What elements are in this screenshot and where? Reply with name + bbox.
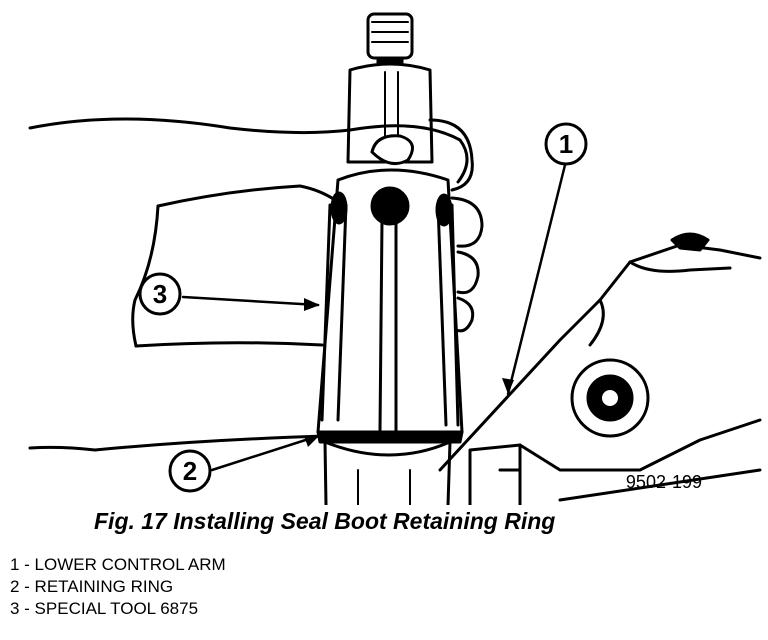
callout-2: 2 — [168, 449, 212, 493]
callout-1-label: 1 — [559, 129, 573, 159]
figure-number-code: 9502-199 — [626, 472, 702, 492]
installation-illustration: 1 3 2 9502-199 — [28, 12, 762, 505]
legend-item-1: 1 - LOWER CONTROL ARM — [10, 555, 226, 574]
legend-item-3: 3 - SPECIAL TOOL 6875 — [10, 599, 199, 618]
callout-3-label: 3 — [153, 279, 167, 309]
callout-2-label: 2 — [183, 456, 197, 486]
lower-control-arm — [438, 232, 762, 505]
hand — [28, 117, 484, 452]
special-tool-6875 — [316, 12, 464, 444]
legend: 1 - LOWER CONTROL ARM 2 - RETAINING RING… — [10, 554, 226, 620]
figure-caption: Fig. 17 Installing Seal Boot Retaining R… — [94, 508, 556, 534]
callout-1: 1 — [544, 122, 588, 166]
callout-3: 3 — [138, 272, 182, 316]
retaining-ring — [323, 440, 452, 505]
leader-lines — [181, 163, 567, 472]
legend-item-2: 2 - RETAINING RING — [10, 577, 174, 596]
